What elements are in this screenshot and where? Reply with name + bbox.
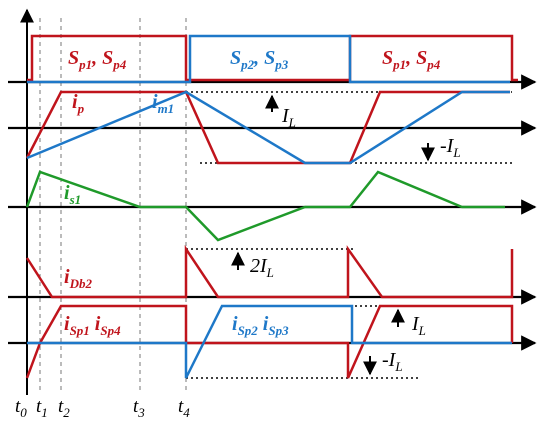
reference-levels — [186, 91, 512, 379]
time-label-t2: t2 — [58, 396, 70, 420]
waveform-iDb2 — [25, 244, 514, 299]
waveform-im1 — [26, 90, 510, 165]
label-iDb2: iDb2 — [64, 266, 92, 291]
time-label-t1: t1 — [36, 396, 48, 420]
label-gate-middle: Sp2, Sp3 — [230, 47, 289, 72]
gate-Sp1-Sp4 — [27, 34, 518, 82]
annot-2IL: 2IL — [250, 255, 274, 280]
label-gate-right: Sp1, Sp4 — [382, 47, 441, 72]
gate-Sp2-Sp3 — [27, 34, 510, 84]
label-im1: im1 — [152, 91, 174, 116]
time-label-t3: t3 — [133, 396, 145, 420]
label-ip: ip — [72, 91, 85, 116]
label-is1: is1 — [64, 182, 81, 207]
waveform-ip — [25, 90, 510, 165]
waveform-is1 — [25, 170, 505, 242]
time-label-t0: t0 — [15, 396, 27, 420]
level-arrows — [231, 94, 435, 376]
annot-negIL-2: -IL — [382, 349, 403, 374]
label-iSp2-iSp3: iSp2 iSp3 — [232, 313, 289, 338]
annot-IL-1: IL — [281, 105, 296, 130]
label-gate-left: Sp1, Sp4 — [68, 47, 127, 72]
label-iSp1-iSp4: iSp1 iSp4 — [64, 313, 121, 338]
time-markers — [39, 18, 187, 392]
time-label-t4: t4 — [178, 396, 190, 420]
annot-negIL-1: -IL — [440, 135, 461, 160]
waveform-iSp2-iSp3 — [27, 304, 512, 379]
waveform-iSp1-iSp4 — [25, 304, 514, 379]
annot-IL-2: IL — [411, 313, 426, 338]
horizontal-axes — [8, 74, 537, 351]
